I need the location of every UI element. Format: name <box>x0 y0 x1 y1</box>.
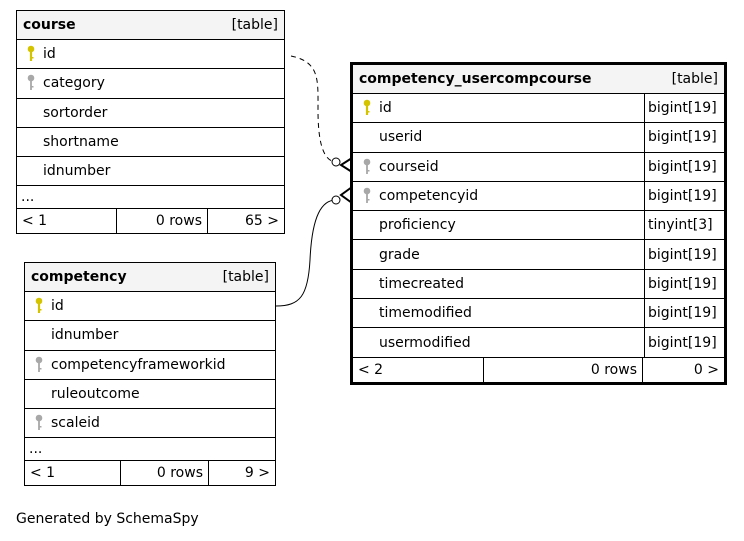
table-name[interactable]: competency_usercompcourse <box>359 71 592 87</box>
column-row[interactable]: idnumber <box>25 321 275 351</box>
relation-course-courseid <box>290 55 338 163</box>
column-row[interactable]: idnumber <box>17 157 284 187</box>
relation-course-crowfoot <box>339 157 353 173</box>
column-row[interactable]: category <box>17 69 284 99</box>
column-name: idnumber <box>51 327 119 344</box>
relation-competency-optional-marker <box>331 195 341 205</box>
table-header: competency [table] <box>25 263 275 292</box>
column-type: bigint[19] <box>644 94 724 123</box>
table-kind: [table] <box>222 269 269 285</box>
column-row[interactable]: usermodified bigint[19] <box>353 328 724 358</box>
primary-key-icon <box>21 45 41 63</box>
parent-count[interactable]: < 1 <box>25 461 121 486</box>
column-type: bigint[19] <box>644 240 724 269</box>
child-count[interactable]: 65 > <box>245 213 279 230</box>
column-row[interactable]: timemodified bigint[19] <box>353 299 724 329</box>
column-type: bigint[19] <box>644 181 724 211</box>
column-name: competencyid <box>379 188 479 205</box>
column-name: shortname <box>43 134 119 151</box>
column-name: scaleid <box>51 415 100 432</box>
column-row[interactable]: shortname <box>17 128 284 158</box>
column-list: id idnumber competencyframeworkid ruleoutco… <box>25 292 275 439</box>
relation-competency-crowfoot <box>339 186 353 204</box>
ellipsis: ... <box>25 438 275 462</box>
child-count[interactable]: 9 > <box>244 465 270 482</box>
parent-count[interactable]: < 2 <box>353 357 484 382</box>
table-competency-usercompcourse: competency_usercompcourse [table] id bigi… <box>350 62 727 385</box>
ellipsis: ... <box>17 186 284 210</box>
table-kind: [table] <box>231 17 278 33</box>
foreign-key-icon <box>29 356 49 374</box>
table-header: course [table] <box>17 11 284 40</box>
relation-course-optional-marker <box>331 157 341 167</box>
column-name: proficiency <box>379 217 456 234</box>
table-footer: < 1 0 rows 9 > <box>25 461 275 486</box>
table-kind: [table] <box>671 71 718 87</box>
column-row[interactable]: userid bigint[19] <box>353 123 724 153</box>
column-list: id category sortorder shortname idnumber <box>17 40 284 187</box>
column-row[interactable]: id bigint[19] <box>353 94 724 124</box>
column-row[interactable]: courseid bigint[19] <box>353 152 724 182</box>
table-name[interactable]: course <box>23 17 76 33</box>
caption: Generated by SchemaSpy <box>16 511 199 527</box>
column-type: bigint[19] <box>644 123 724 152</box>
column-type: bigint[19] <box>644 328 724 357</box>
column-row[interactable]: sortorder <box>17 99 284 128</box>
column-row[interactable]: id <box>25 292 275 322</box>
column-row[interactable]: proficiency tinyint[3] <box>353 211 724 241</box>
column-row[interactable]: competencyframeworkid <box>25 351 275 380</box>
row-count: 0 rows <box>117 209 208 234</box>
column-name: courseid <box>379 158 439 175</box>
table-header: competency_usercompcourse [table] <box>353 65 724 94</box>
column-name: id <box>51 298 64 315</box>
column-row[interactable]: ruleoutcome <box>25 380 275 410</box>
column-name: timecreated <box>379 275 464 292</box>
primary-key-icon <box>357 99 377 117</box>
column-list: id bigint[19] userid bigint[19] courseid bigi… <box>353 94 724 358</box>
column-name: usermodified <box>379 334 471 351</box>
column-row[interactable]: id <box>17 40 284 70</box>
table-competency: competency [table] id idnumber competencyf… <box>24 262 276 487</box>
column-type: tinyint[3] <box>644 211 724 240</box>
column-row[interactable]: timecreated bigint[19] <box>353 269 724 300</box>
column-row[interactable]: competencyid bigint[19] <box>353 181 724 212</box>
column-name: sortorder <box>43 104 108 121</box>
column-name: timemodified <box>379 305 472 322</box>
column-name: userid <box>379 129 423 146</box>
table-name[interactable]: competency <box>31 269 127 285</box>
column-type: bigint[19] <box>644 299 724 328</box>
parent-count[interactable]: < 1 <box>17 209 117 234</box>
foreign-key-icon <box>357 158 377 176</box>
row-count: 0 rows <box>484 357 643 382</box>
column-name: id <box>43 46 56 63</box>
table-course: course [table] id category sortorder shortn… <box>16 10 285 235</box>
column-type: bigint[19] <box>644 269 724 299</box>
foreign-key-icon <box>357 187 377 205</box>
child-count[interactable]: 0 > <box>693 361 719 378</box>
column-name: idnumber <box>43 163 111 180</box>
foreign-key-icon <box>21 74 41 92</box>
column-row[interactable]: grade bigint[19] <box>353 240 724 270</box>
relation-competency-competencyid <box>275 199 337 307</box>
foreign-key-icon <box>29 414 49 432</box>
column-name: grade <box>379 246 420 263</box>
column-name: ruleoutcome <box>51 386 140 403</box>
column-row[interactable]: scaleid <box>25 409 275 439</box>
primary-key-icon <box>29 297 49 315</box>
row-count: 0 rows <box>121 461 209 486</box>
column-name: category <box>43 75 105 92</box>
column-type: bigint[19] <box>644 152 724 181</box>
column-name: id <box>379 100 392 117</box>
column-name: competencyframeworkid <box>51 356 226 373</box>
table-footer: < 1 0 rows 65 > <box>17 209 284 234</box>
table-footer: < 2 0 rows 0 > <box>353 357 724 382</box>
